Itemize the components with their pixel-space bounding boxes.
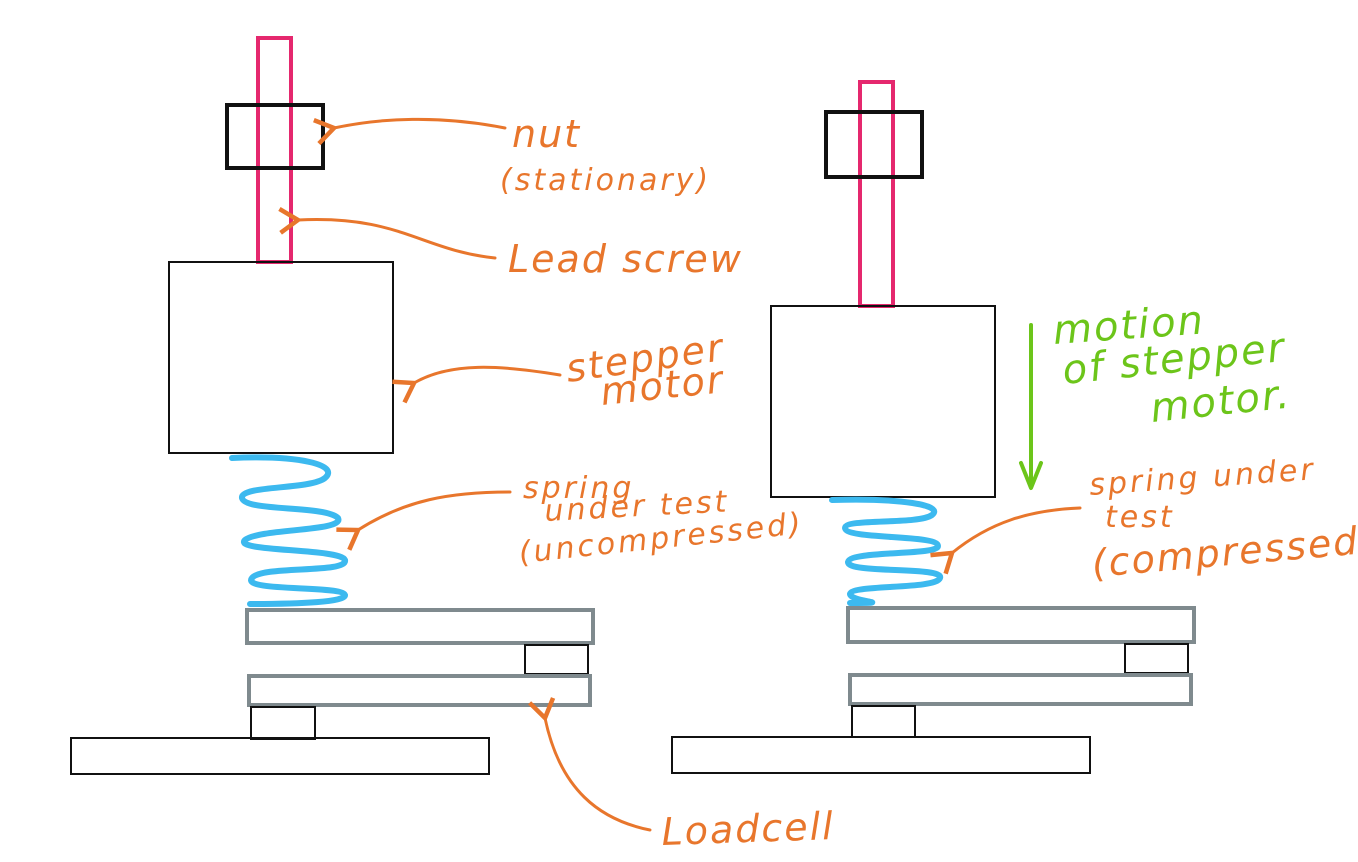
loadcell-spacer-left-left [250,706,316,740]
base-plate-right [671,736,1091,774]
loadcell-plate-top-right [846,606,1196,644]
nut-right [824,110,924,179]
arrow-nut [313,117,507,146]
stepper-motor-left [168,261,394,454]
label-nut-note: (stationary) [500,163,711,198]
motion-arrow [1019,323,1043,490]
left-assembly [70,36,595,775]
label-spring-left-1: spring [523,471,634,506]
spring-right [829,496,944,606]
arrow-loadcell [527,697,652,832]
annotation-arrows [278,117,1082,832]
label-spring-right-2: test [1105,500,1175,535]
loadcell-plate-top-left [245,608,595,645]
loadcell-plate-bottom-left [247,674,592,707]
lead-screw-left [256,36,293,264]
loadcell-spacer-right-left [524,644,589,675]
loadcell-spacer-right-right [1124,643,1189,674]
label-nut: nut [512,112,581,156]
label-lead-screw: Lead screw [508,237,743,281]
loadcell-plate-bottom-right [848,673,1193,706]
arrow-stepper [392,365,562,404]
nut-left [225,103,325,170]
arrow-spring-left [336,490,512,551]
label-spring-right-1: spring under [1088,452,1317,503]
right-assembly [671,80,1196,774]
label-loadcell: Loadcell [661,804,836,854]
arrow-lead-screw [278,206,497,260]
spring-left [229,454,348,607]
loadcell-spacer-left-right [851,705,916,738]
stepper-motor-right [770,305,996,498]
label-motion-1: motion [1051,297,1206,353]
base-plate-left [70,737,490,775]
lead-screw-right [858,80,895,308]
arrow-spring-right [930,506,1082,575]
